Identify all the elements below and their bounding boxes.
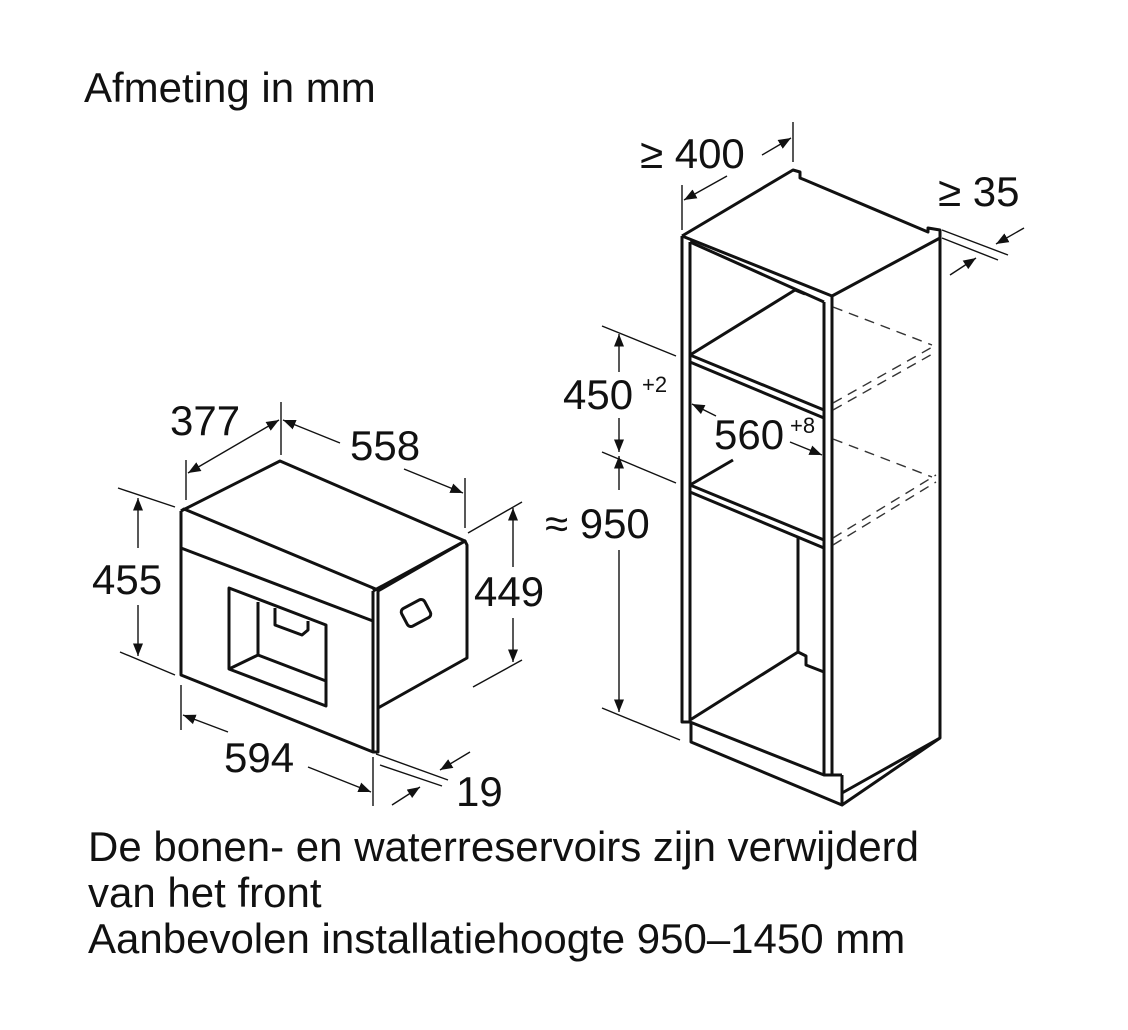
note-line: van het front	[88, 869, 322, 916]
dim-455: 455	[92, 556, 162, 603]
note-line: De bonen- en waterreservoirs zijn verwij…	[88, 823, 920, 870]
dim-min-depth-400: ≥ 400	[640, 130, 745, 177]
notes: De bonen- en waterreservoirs zijn verwij…	[88, 824, 919, 962]
dim-niche-width-tolerance: +8	[790, 413, 815, 438]
dim-19: 19	[456, 768, 503, 815]
dim-install-height-950: ≈ 950	[545, 500, 650, 547]
dim-niche-height-tolerance: +2	[642, 372, 667, 397]
dim-594: 594	[224, 734, 294, 781]
appliance-drawing	[179, 459, 469, 754]
drawing-title: Afmeting in mm	[84, 64, 376, 111]
note-line: Aanbevolen installatiehoogte 950–1450 mm	[88, 915, 906, 962]
dim-niche-width-560: 560	[714, 411, 784, 458]
dim-558: 558	[350, 422, 420, 469]
dim-377: 377	[170, 397, 240, 444]
cabinet-dimensions: ≥ 400 ≥ 35 450 +2 560 +8 ≈ 950	[545, 122, 1025, 741]
dim-449: 449	[474, 568, 544, 615]
dim-rear-gap-35: ≥ 35	[938, 168, 1019, 215]
cabinet-drawing	[680, 168, 942, 807]
dim-niche-height-450: 450	[563, 371, 633, 418]
appliance-dimensions: 377 558 455 449 594 19	[92, 397, 544, 815]
